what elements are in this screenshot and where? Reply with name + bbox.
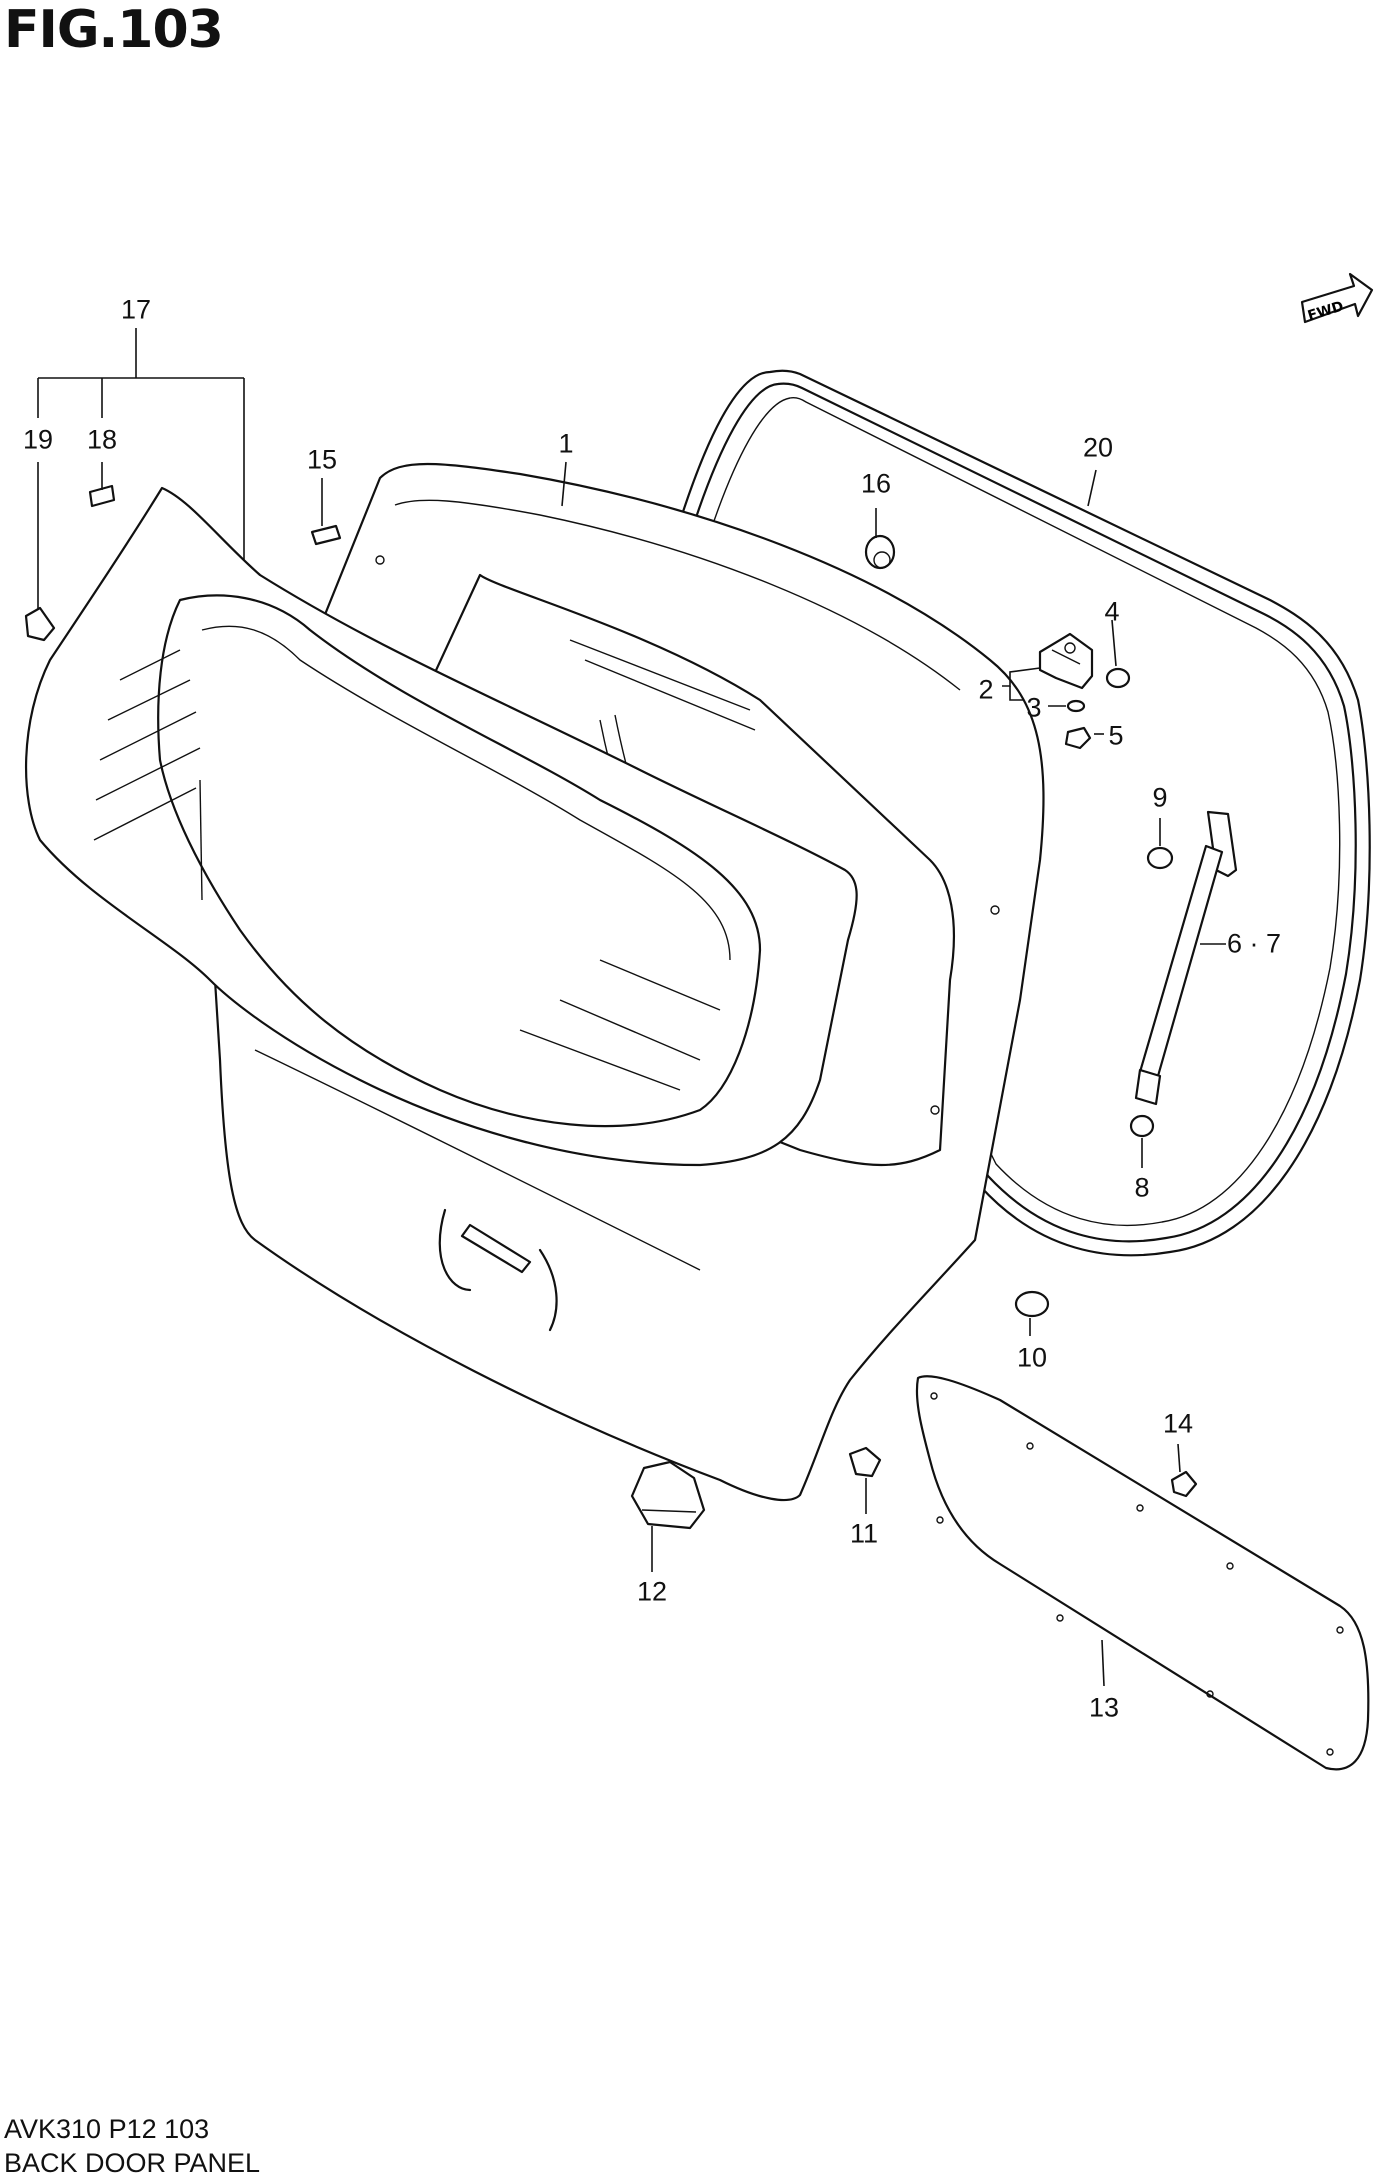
stud-9 bbox=[1146, 846, 1174, 870]
callout-17: 17 bbox=[120, 294, 152, 325]
clip-11 bbox=[848, 1446, 882, 1478]
leader-lines bbox=[37, 328, 1226, 1687]
clip-14 bbox=[1170, 1470, 1198, 1498]
grommet-16 bbox=[864, 534, 896, 570]
callout-3: 3 bbox=[1026, 692, 1042, 723]
callout-6-7: 6 · 7 bbox=[1226, 928, 1282, 959]
spoiler bbox=[24, 486, 858, 1167]
hinge-2 bbox=[1038, 632, 1094, 690]
callout-19: 19 bbox=[22, 424, 54, 455]
clip-18 bbox=[88, 484, 116, 508]
housing-12 bbox=[630, 1460, 706, 1530]
trim-panel bbox=[915, 1375, 1370, 1771]
figure-code: AVK310 P12 103 bbox=[4, 2114, 210, 2144]
callout-18: 18 bbox=[86, 424, 118, 455]
callout-5: 5 bbox=[1108, 720, 1124, 751]
callout-20: 20 bbox=[1082, 432, 1114, 463]
fastener-19 bbox=[24, 606, 56, 642]
figure-title: FIG.103 bbox=[4, 0, 224, 60]
callout-12: 12 bbox=[636, 1576, 668, 1607]
bumper-10 bbox=[1014, 1290, 1050, 1318]
callout-4: 4 bbox=[1104, 596, 1120, 627]
gas-strut bbox=[1134, 810, 1238, 1106]
callout-2: 2 bbox=[978, 674, 994, 705]
figure-name: BACK DOOR PANEL bbox=[4, 2148, 261, 2178]
callout-8: 8 bbox=[1134, 1172, 1150, 1203]
stud-8 bbox=[1129, 1114, 1155, 1138]
callout-9: 9 bbox=[1152, 782, 1168, 813]
callout-11: 11 bbox=[849, 1518, 879, 1549]
callout-1: 1 bbox=[558, 428, 574, 459]
bolt-4 bbox=[1105, 667, 1131, 689]
callout-13: 13 bbox=[1088, 1692, 1120, 1723]
tape-15 bbox=[310, 524, 342, 546]
callout-15: 15 bbox=[306, 444, 338, 475]
callout-16: 16 bbox=[860, 468, 892, 499]
fwd-arrow-icon: FWD bbox=[1300, 272, 1374, 324]
callout-14: 14 bbox=[1162, 1408, 1194, 1439]
callout-10: 10 bbox=[1016, 1342, 1048, 1373]
washer-3 bbox=[1066, 699, 1086, 713]
nut-5 bbox=[1064, 726, 1092, 750]
